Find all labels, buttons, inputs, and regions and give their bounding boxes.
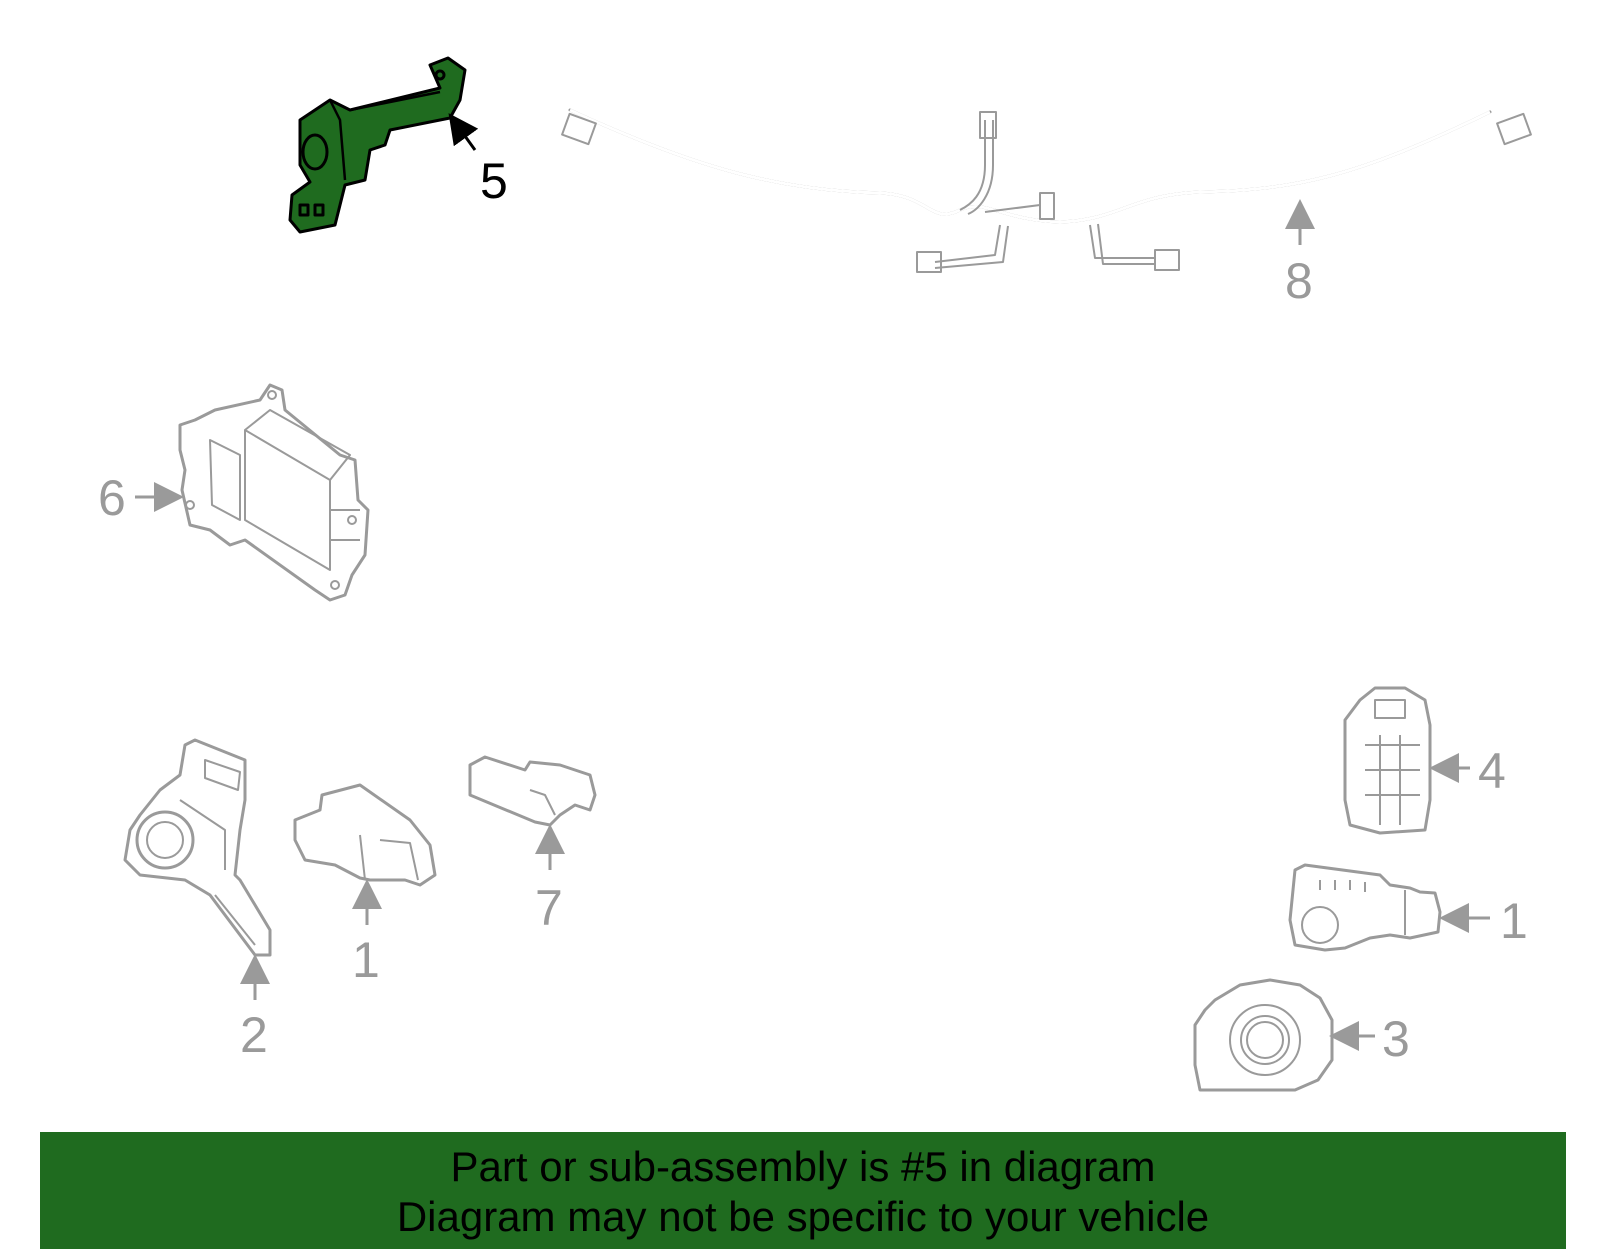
banner-line-part: Part or sub-assembly is #5 in diagram [450, 1143, 1156, 1190]
part-3-ring-sensor[interactable] [1193, 978, 1334, 1092]
callout-3[interactable]: 3 [1382, 1011, 1410, 1067]
part-7-connector[interactable] [468, 755, 597, 827]
part-6-control-module[interactable] [178, 383, 370, 602]
part-8-wiring-harness[interactable] [561, 108, 1532, 273]
banner-line-disclaimer: Diagram may not be specific to your vehi… [396, 1193, 1210, 1240]
part-4-retainer[interactable] [1343, 686, 1432, 835]
callout-7[interactable]: 7 [535, 880, 563, 936]
info-banner: Part or sub-assembly is #5 in diagram Di… [40, 1132, 1566, 1249]
callout-5-arrow [448, 113, 479, 151]
callout-8[interactable]: 8 [1285, 253, 1313, 309]
callout-4[interactable]: 4 [1478, 743, 1506, 799]
callout-1-left[interactable]: 1 [352, 932, 380, 988]
part-2-sensor-holder[interactable] [123, 738, 272, 957]
part-1-sensor-right[interactable] [1288, 863, 1442, 952]
part-5-bracket[interactable] [288, 56, 467, 234]
callout-6[interactable]: 6 [98, 470, 126, 526]
callout-1-right[interactable]: 1 [1500, 893, 1528, 949]
callout-2[interactable]: 2 [240, 1007, 268, 1063]
part-1-sensor-left[interactable] [293, 783, 437, 887]
callout-5[interactable]: 5 [480, 153, 508, 209]
